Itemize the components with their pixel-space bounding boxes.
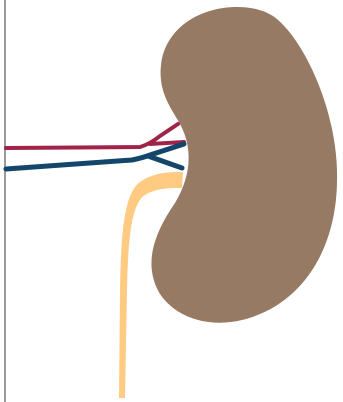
renal-artery (6, 124, 184, 148)
